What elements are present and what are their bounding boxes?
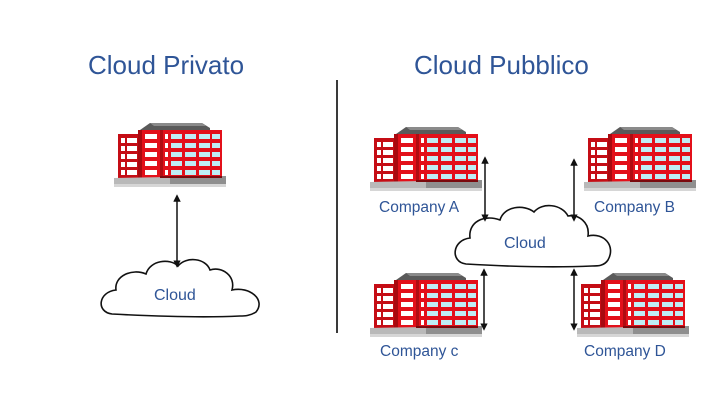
private-cloud-label: Cloud bbox=[154, 287, 196, 304]
company-d-label: Company D bbox=[584, 343, 666, 360]
public-cloud-title: Cloud Pubblico bbox=[414, 50, 589, 80]
company-b-label: Company B bbox=[594, 199, 675, 216]
section-divider bbox=[336, 80, 338, 333]
company-a-label: Company A bbox=[379, 199, 460, 216]
company-c-label: Company c bbox=[380, 343, 459, 360]
public-cloud-label: Cloud bbox=[504, 235, 546, 252]
private-cloud-title: Cloud Privato bbox=[88, 50, 245, 80]
private-cloud-shape bbox=[100, 258, 260, 318]
